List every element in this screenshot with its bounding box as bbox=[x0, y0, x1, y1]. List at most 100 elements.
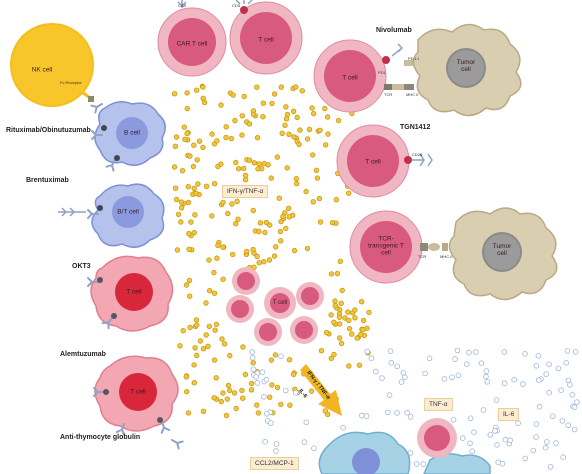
cytokine-dot bbox=[501, 380, 508, 387]
cytokine-dot bbox=[384, 409, 391, 416]
cytokine-dot bbox=[478, 360, 485, 367]
b-cell bbox=[91, 101, 166, 172]
cytokine-dot bbox=[297, 127, 303, 133]
cytokine-dot bbox=[471, 429, 477, 436]
cytokine-dot bbox=[311, 110, 317, 117]
cytokine-dot bbox=[171, 164, 178, 170]
cytokine-dot bbox=[260, 113, 266, 120]
cytokine-dot bbox=[214, 138, 220, 144]
cytokine-dot bbox=[533, 434, 539, 440]
cytokine-dot bbox=[293, 84, 299, 90]
cytokine-dot bbox=[182, 136, 188, 142]
label-pdl1: PD-L1 bbox=[408, 56, 420, 61]
cytokine-dot bbox=[174, 247, 181, 253]
cytokine-dot bbox=[262, 438, 268, 445]
cytokine-dot bbox=[191, 380, 197, 386]
cytokine-dot bbox=[368, 355, 375, 362]
cytokine-dot bbox=[173, 134, 180, 140]
tcr-tumor-cell bbox=[448, 207, 558, 301]
cytokine-dot bbox=[553, 440, 559, 446]
cytokine-dot bbox=[360, 317, 367, 324]
cytokine-dot bbox=[354, 335, 360, 341]
cytokine-dot bbox=[268, 357, 275, 363]
cytokine-dot bbox=[328, 271, 335, 277]
cytokine-dot bbox=[495, 459, 502, 466]
cytokine-dot bbox=[293, 175, 299, 182]
cytokine-dot bbox=[522, 350, 528, 357]
cytokine-dot bbox=[522, 455, 529, 462]
cytokine-dot bbox=[229, 251, 236, 258]
cytokine-dot bbox=[188, 219, 194, 225]
cytokine-dot bbox=[404, 409, 410, 416]
cytokine-dot bbox=[185, 410, 192, 416]
label-rituximab: Rituximab/Obinutuzumab bbox=[6, 127, 91, 134]
cytokine-dot bbox=[271, 91, 278, 97]
label-alemtuzumab: Alemtuzumab bbox=[60, 351, 106, 358]
cytokine-dot bbox=[194, 322, 200, 328]
cytokine-dot bbox=[206, 288, 213, 294]
cytokine-dot bbox=[324, 114, 331, 120]
cytokine-dot bbox=[274, 154, 280, 160]
cytokine-dot bbox=[558, 387, 564, 394]
cytokine-dot bbox=[555, 365, 562, 372]
label-okt3: OKT3 bbox=[72, 263, 91, 270]
cytokine-dot bbox=[455, 372, 462, 379]
cytokine-dot bbox=[256, 260, 262, 266]
cytokine-dot bbox=[223, 124, 229, 130]
nivolumab-tumor-cell bbox=[412, 23, 522, 117]
cytokine-dot bbox=[358, 331, 364, 338]
cytokine-dot bbox=[492, 428, 498, 434]
cytokine-arrow bbox=[300, 364, 342, 416]
cytokine-dot bbox=[200, 346, 207, 352]
cytokine-dot bbox=[372, 368, 379, 375]
label-tumor-cell-2: Tumor cell bbox=[492, 243, 512, 257]
cytokine-dot bbox=[322, 142, 329, 148]
cytokine-dot bbox=[187, 153, 193, 159]
cytokine-dot bbox=[299, 88, 305, 94]
cytokine-dot bbox=[283, 116, 290, 122]
cytokine-dot bbox=[215, 163, 221, 170]
cytokine-dot bbox=[559, 418, 566, 424]
cytokine-dot bbox=[483, 373, 489, 380]
cytokine-dot bbox=[317, 219, 324, 225]
cytokine-dot bbox=[243, 248, 250, 255]
cytokine-dot bbox=[493, 397, 500, 403]
cytokine-dot bbox=[352, 307, 358, 313]
cytokine-dot bbox=[287, 402, 293, 408]
cytokine-dot bbox=[296, 141, 302, 148]
cytokine-dot bbox=[259, 369, 266, 375]
cytokine-dot bbox=[192, 345, 198, 351]
cytokine-dot bbox=[239, 132, 245, 138]
cytokine-dot bbox=[212, 327, 218, 333]
cytokine-dot bbox=[232, 117, 238, 124]
cytokine-dot bbox=[242, 371, 249, 378]
cytokine-dot bbox=[328, 312, 334, 318]
cytokine-dot bbox=[191, 229, 197, 236]
label-mhc-2: MHC II bbox=[440, 254, 453, 259]
cytokine-dot bbox=[200, 84, 206, 90]
cytokine-dot bbox=[235, 216, 241, 222]
cytokine-dot bbox=[195, 181, 201, 187]
cytokine-dot bbox=[358, 412, 365, 419]
cytokine-dot bbox=[224, 396, 230, 402]
cytokine-dot bbox=[352, 315, 358, 321]
cytokine-dot bbox=[254, 380, 261, 386]
cytokine-box-il6: IL-6 bbox=[498, 408, 520, 421]
cytokine-dot bbox=[268, 175, 274, 181]
cytokine-dot bbox=[290, 108, 297, 114]
cytokine-dot bbox=[363, 413, 370, 419]
cytokine-dot bbox=[260, 100, 267, 106]
cytokine-dot bbox=[184, 105, 190, 112]
cytokine-box-ccl2: CCL2/MCP-1 bbox=[250, 457, 299, 470]
cytokine-dot bbox=[346, 317, 352, 324]
cytokine-dot bbox=[294, 114, 300, 121]
cytokine-dot bbox=[402, 374, 408, 381]
cytokine-dot bbox=[185, 199, 192, 206]
cytokine-dot bbox=[249, 354, 256, 361]
cytokine-dot bbox=[342, 315, 348, 321]
cytokine-dot bbox=[278, 353, 284, 360]
cytokine-dot bbox=[283, 104, 289, 110]
cytokine-dot bbox=[254, 84, 260, 90]
cytokine-dot bbox=[335, 117, 342, 124]
